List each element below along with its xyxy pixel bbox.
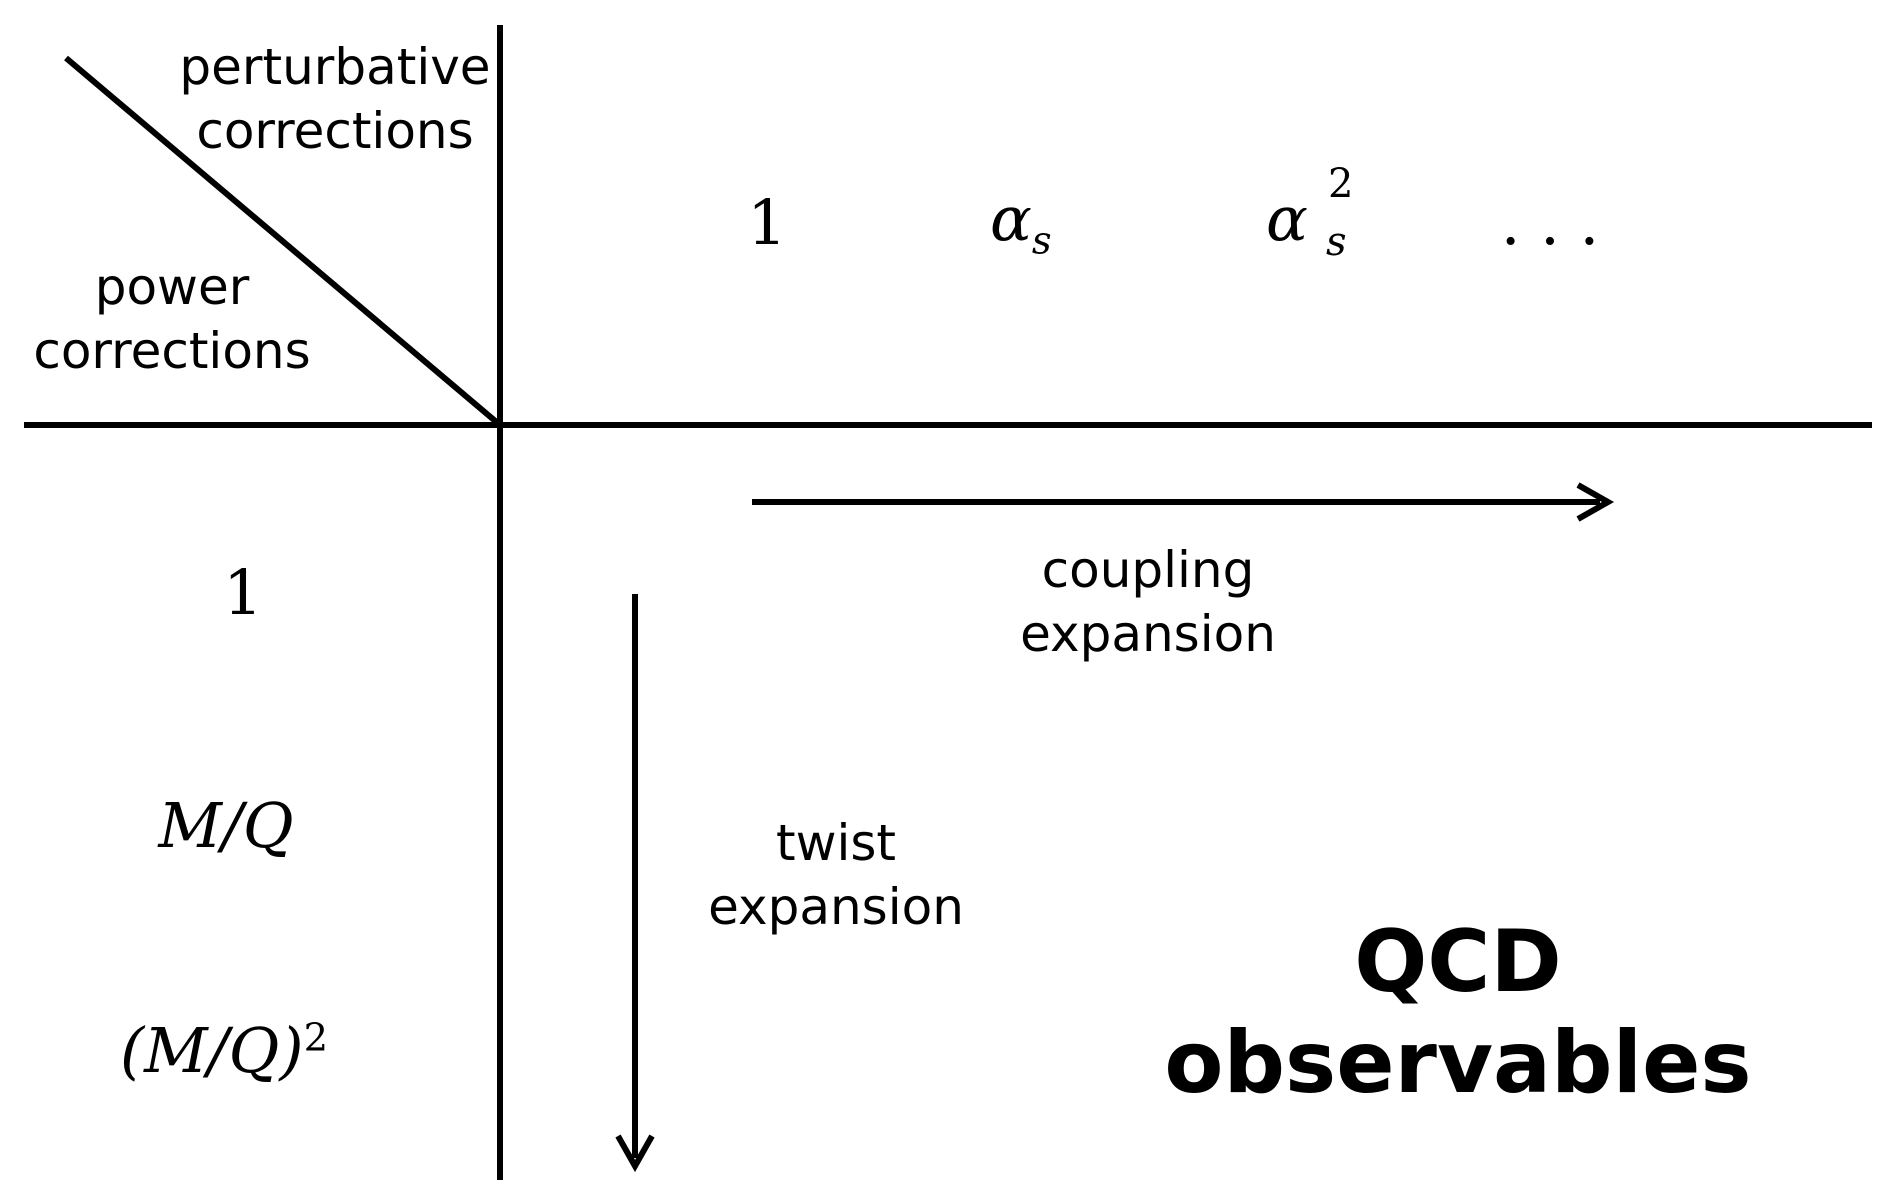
twist-expansion-label: twist expansion bbox=[708, 814, 964, 936]
twist-arrow bbox=[615, 594, 655, 1173]
coupling-expansion-label: coupling expansion bbox=[1020, 541, 1276, 663]
coupling-arrow bbox=[752, 482, 1615, 522]
row-order-1: 1 bbox=[223, 556, 263, 629]
diagonal-divider bbox=[64, 55, 502, 428]
column-order-1: 1 bbox=[747, 186, 787, 259]
column-alpha-s-squared: α 2 s bbox=[1266, 161, 1354, 265]
alpha-s-squared-subscript: s bbox=[1326, 219, 1347, 265]
column-alpha-s: αs bbox=[990, 182, 1052, 264]
power-corrections-label: power corrections bbox=[33, 258, 311, 380]
row-m-over-q: M/Q bbox=[158, 789, 294, 862]
row-m-over-q-squared-exponent: 2 bbox=[303, 1015, 329, 1061]
row-m-over-q-squared: (M/Q)2 bbox=[119, 1014, 329, 1087]
perturbative-corrections-label: perturbative corrections bbox=[179, 38, 491, 160]
alpha-s-squared-exponent: 2 bbox=[1328, 161, 1354, 207]
qcd-observables-title: QCD observables bbox=[1164, 912, 1752, 1114]
column-ellipsis: . . . bbox=[1500, 186, 1600, 259]
